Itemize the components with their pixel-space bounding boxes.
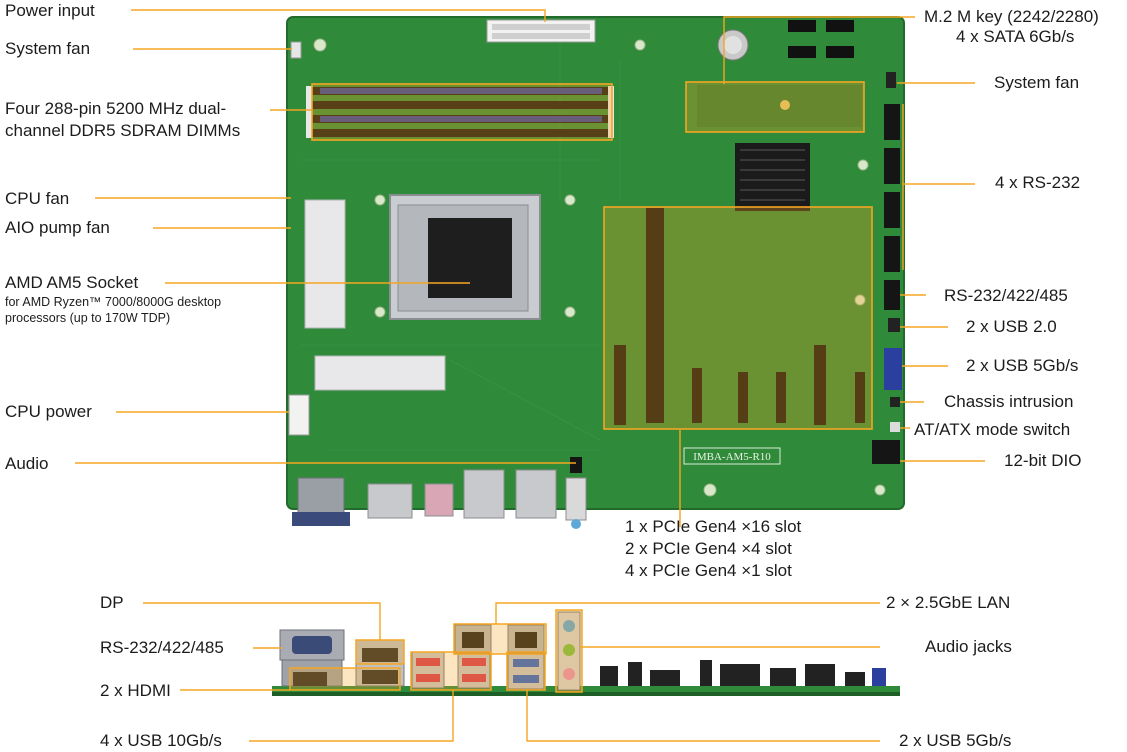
io-lan-2: [507, 624, 545, 654]
label-io-dp: DP: [100, 593, 124, 612]
label-pcie-x16: 1 x PCIe Gen4 ×16 slot: [625, 517, 802, 536]
label-audio: Audio: [5, 454, 49, 473]
rear-usb-block: [424, 483, 454, 517]
label-rs232: 4 x RS-232: [995, 173, 1081, 192]
dio-header: [872, 440, 900, 464]
label-io-audio-jacks: Audio jacks: [925, 637, 1012, 656]
m2-highlight: [685, 81, 865, 133]
label-io-lan: 2 × 2.5GbE LAN: [886, 593, 1011, 612]
label-pcie-x4: 2 x PCIe Gen4 ×4 slot: [625, 539, 792, 558]
m2-slot: [697, 85, 862, 127]
vrm-heatsink-left: [304, 199, 346, 329]
label-io-rs: RS-232/422/485: [100, 638, 224, 657]
label-socket-sub-line1: for AMD Ryzen™ 7000/8000G desktop: [5, 295, 222, 309]
vrm-heatsink-bottom: [314, 355, 446, 391]
usb20-header: [888, 318, 900, 332]
label-socket-sub-line2: processors (up to 170W TDP): [5, 311, 171, 325]
usb5-header: [884, 348, 902, 390]
label-io-usb10: 4 x USB 10Gb/s: [100, 731, 222, 750]
board-model-marking: IMBA-AM5-R10: [693, 451, 771, 463]
rear-hdmi-block: [367, 483, 413, 519]
label-sata: 4 x SATA 6Gb/s: [956, 27, 1075, 46]
dimm-slots: [306, 86, 614, 138]
rs232-headers: [884, 104, 900, 272]
label-dio: 12-bit DIO: [1004, 451, 1082, 470]
label-usb5-top: 2 x USB 5Gb/s: [966, 356, 1079, 375]
label-dimm-line2: channel DDR5 SDRAM DIMMs: [5, 121, 241, 140]
label-rs232-422-485: RS-232/422/485: [944, 286, 1068, 305]
io-hdmi-1: [293, 672, 327, 686]
label-chassis-intrusion: Chassis intrusion: [944, 392, 1074, 411]
sata-ports: [788, 20, 854, 58]
cpu-power-connector: [288, 394, 310, 436]
dimm-highlight: [311, 83, 613, 141]
label-socket-title: AMD AM5 Socket: [5, 273, 139, 292]
rear-lan-block-2: [515, 469, 557, 519]
label-io-hdmi: 2 x HDMI: [100, 681, 171, 700]
label-pcie-x1: 4 x PCIe Gen4 ×1 slot: [625, 561, 792, 580]
atx-switch: [890, 422, 900, 432]
label-io-usb5: 2 x USB 5Gb/s: [899, 731, 1012, 750]
pcie-slots: [614, 208, 865, 425]
rear-audio-block: [565, 477, 587, 521]
pcie-highlight: [603, 206, 873, 430]
label-usb20: 2 x USB 2.0: [966, 317, 1057, 336]
label-cpu-power: CPU power: [5, 402, 92, 421]
label-atx-switch: AT/ATX mode switch: [914, 420, 1071, 439]
io-board-edge: [272, 686, 900, 693]
label-m2: M.2 M key (2242/2280): [924, 7, 1099, 26]
io-hdmi-2: [362, 670, 398, 684]
io-dp: [362, 648, 398, 662]
highlight-boxes: [311, 81, 873, 430]
rear-lan-block-1: [463, 469, 505, 519]
system-fan-header-left: [290, 41, 302, 59]
label-dimm-line1: Four 288-pin 5200 MHz dual-: [5, 99, 227, 118]
label-power-input: Power input: [5, 1, 95, 20]
system-fan-header-right: [886, 72, 896, 88]
label-system-fan-left: System fan: [5, 39, 91, 58]
label-system-fan-right: System fan: [994, 73, 1080, 92]
audio-header: [570, 457, 582, 473]
label-aio-pump-fan: AIO pump fan: [5, 218, 110, 237]
chassis-header: [890, 397, 900, 407]
callout-lines: [75, 9, 985, 527]
mounting-holes: [313, 38, 886, 497]
label-cpu-fan: CPU fan: [5, 189, 70, 208]
rs485-header: [884, 280, 900, 310]
io-panel-view: [143, 602, 900, 742]
